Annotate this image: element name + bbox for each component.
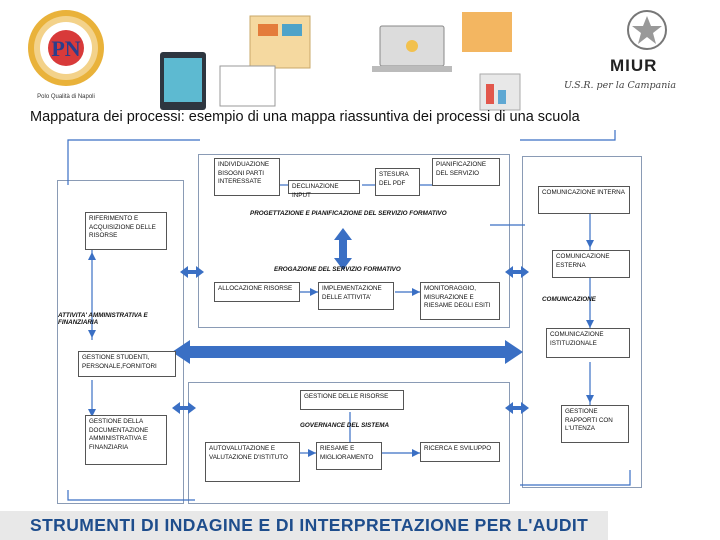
- box-implementazione: IMPLEMENTAZIONE DELLE ATTIVITA': [318, 282, 394, 310]
- miur-label: MIUR: [610, 56, 658, 75]
- polo-qualita-emblem-icon: PN: [28, 10, 104, 86]
- miur-subtitle: U.S.R. per la Campania: [564, 80, 677, 91]
- box-gestione-risorse: GESTIONE DELLE RISORSE: [300, 390, 404, 410]
- box-riesame: RIESAME E MIGLIORAMENTO: [316, 442, 382, 470]
- box-gestione-studenti: GESTIONE STUDENTI, PERSONALE,FORNITORI: [78, 351, 176, 377]
- polo-qualita-logo: PN Polo Qualità di Napoli: [26, 6, 106, 102]
- box-gestione-documentazione: GESTIONE DELLA DOCUMENTAZIONE AMMINISTRA…: [85, 415, 167, 465]
- main-double-arrow: [172, 340, 523, 364]
- footer-bar: STRUMENTI DI INDAGINE E DI INTERPRETAZIO…: [0, 511, 608, 540]
- label-progettazione: PROGETTAZIONE E PIANIFICAZIONE DEL SERVI…: [250, 210, 447, 217]
- miur-logo: MIUR U.S.R. per la Campania: [564, 8, 714, 98]
- box-gestione-rapporti: GESTIONE RAPPORTI CON L'UTENZA: [561, 405, 629, 443]
- box-comunicazione-esterna: COMUNICAZIONE ESTERNA: [552, 250, 630, 278]
- svg-text:PN: PN: [51, 36, 80, 61]
- box-ricerca: RICERCA E SVILUPPO: [420, 442, 500, 462]
- box-individuazione: INDIVIDUAZIONE BISOGNI PARTI INTERESSATE: [214, 158, 280, 196]
- box-pianificazione: PIANIFICAZIONE DEL SERVIZIO: [432, 158, 500, 186]
- box-allocazione: ALLOCAZIONE RISORSE: [214, 282, 300, 302]
- logo-caption: Polo Qualità di Napoli: [37, 94, 95, 100]
- header-illustration: [150, 4, 530, 112]
- republic-emblem-icon: [627, 10, 667, 50]
- label-comunicazione: COMUNICAZIONE: [542, 296, 596, 303]
- box-monitoraggio: MONITORAGGIO, MISURAZIONE E RIESAME DEGL…: [420, 282, 500, 320]
- office-illustration-icon: [160, 12, 521, 111]
- box-riferimento: RIFERIMENTO E ACQUISIZIONE DELLE RISORSE: [85, 212, 167, 250]
- box-declinazione: DECLINAZIONE INPUT: [288, 180, 360, 199]
- vertical-double-arrow: [334, 228, 352, 270]
- page-caption: Mappatura dei processi: esempio di una m…: [30, 109, 580, 125]
- box-autovalutazione: AUTOVALUTAZIONE E VALUTAZIONE D'ISTITUTO: [205, 442, 300, 482]
- label-erogazione: EROGAZIONE DEL SERVIZIO FORMATIVO: [274, 266, 401, 273]
- footer-title: STRUMENTI DI INDAGINE E DI INTERPRETAZIO…: [30, 515, 589, 535]
- box-stesura: STESURA DEL PDF: [375, 168, 420, 196]
- box-comunicazione-istituzionale: COMUNICAZIONE ISTITUZIONALE: [546, 328, 630, 358]
- label-attivita-amministrativa: ATTIVITA' AMMINISTRATIVA E FINANZIARIA: [58, 312, 148, 326]
- label-governance: GOVERNANCE DEL SISTEMA: [300, 422, 390, 429]
- box-comunicazione-interna: COMUNICAZIONE INTERNA: [538, 186, 630, 214]
